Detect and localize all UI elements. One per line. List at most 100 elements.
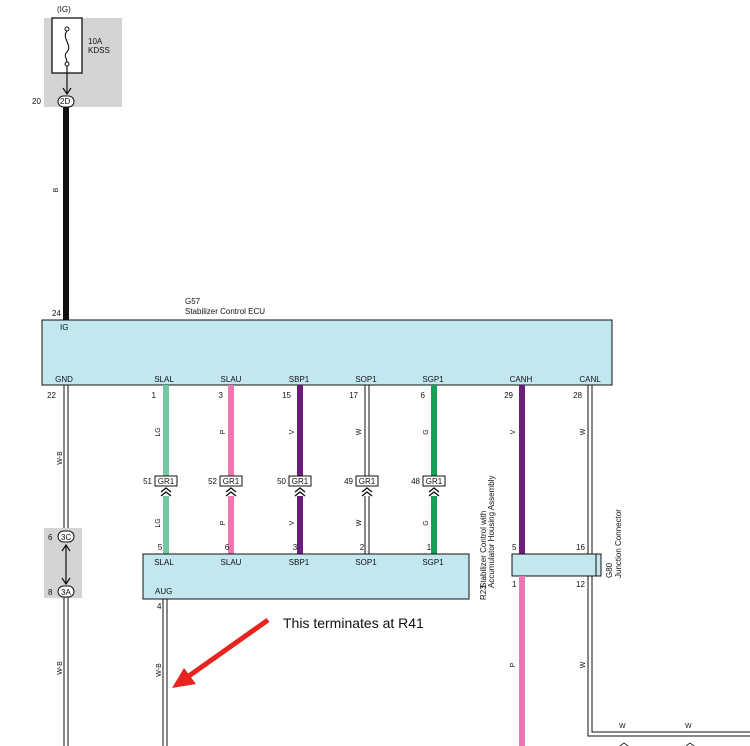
- accumulator-terminal-pin: 1: [427, 543, 432, 552]
- wire-sop1-label: W: [356, 428, 363, 435]
- annotation-text: This terminates at R41: [283, 615, 424, 631]
- gj-upper-pin: 6: [48, 533, 53, 542]
- junction-pin-1: 5: [512, 543, 517, 552]
- wire-aug: [162, 599, 168, 746]
- arrow-down-icon: [61, 577, 71, 586]
- ecu-name: Stabilizer Control ECU: [185, 307, 265, 316]
- accumulator-terminal-label: SGP1: [422, 558, 444, 567]
- wire-w-lower: [587, 576, 750, 737]
- wire-gnd-label: W-B: [57, 451, 64, 465]
- gj-lower-conn: 3A: [61, 588, 71, 597]
- arrow-up-icon: [61, 543, 71, 552]
- inline-connector-pin: 52: [208, 477, 217, 486]
- ecu-ig-pin: 24: [52, 309, 61, 318]
- wire-sgp1-label-lower: G: [423, 520, 430, 525]
- inline-connector-name: GR1: [426, 477, 443, 486]
- junction-id: G80: [605, 562, 614, 578]
- ecu-terminal-pin: 3: [219, 391, 224, 400]
- red-arrow-icon: [172, 617, 270, 688]
- ecu-terminal-pin: 28: [573, 391, 582, 400]
- accumulator-terminal-pin: 6: [225, 543, 230, 552]
- wire-w-lower-label: W: [580, 661, 587, 668]
- wire-sop1-lower: [364, 496, 370, 554]
- wire-slal-label-lower: LG: [155, 518, 162, 527]
- signal-wires: W-BLGLGGR151PPGR152VVGR150WWGR149GGGR148…: [57, 385, 593, 554]
- wire-gnd-lower: [63, 597, 69, 746]
- inline-connector: GR1 50: [277, 475, 312, 497]
- ecu-terminal-pin: 22: [47, 391, 56, 400]
- wire-sbp1-label: V: [289, 429, 296, 434]
- connector-chevron-icon: [294, 487, 306, 497]
- ecu-terminal-pin: 29: [504, 391, 513, 400]
- bottom-fragment: [619, 742, 695, 746]
- accumulator-terminal-label: SLAU: [221, 558, 242, 567]
- aug-label: AUG: [155, 587, 172, 596]
- ecu-terminal-label: CANH: [510, 375, 533, 384]
- junction-name: Junction Connector: [614, 509, 623, 578]
- accumulator-terminal-label: SBP1: [289, 558, 310, 567]
- bottom-w-label-2: W: [685, 723, 692, 730]
- wire-gnd: [63, 385, 69, 531]
- ecu-terminal-label: SGP1: [422, 375, 444, 384]
- connector-2d-label: 2D: [60, 97, 70, 106]
- inline-connector-name: GR1: [223, 477, 240, 486]
- wire-sbp1-label-lower: V: [289, 520, 296, 525]
- wire-slau-label: P: [220, 429, 227, 434]
- connector-chevron-icon: [225, 487, 237, 497]
- ecu-terminal-label: SLAL: [154, 375, 174, 384]
- connector-chevron-icon: [428, 487, 440, 497]
- accumulator-terminal-pin: 5: [158, 543, 163, 552]
- fuse-pin: 20: [32, 97, 41, 106]
- wire-sop1-upper: [364, 385, 370, 476]
- wire-slal-label: LG: [155, 427, 162, 436]
- inline-connector-pin: 49: [344, 477, 353, 486]
- wire-gnd-lower-label: W-B: [57, 661, 64, 675]
- gj-upper-conn: 3C: [61, 533, 71, 542]
- wire-canl: [587, 385, 593, 554]
- inline-connector-pin: 51: [143, 477, 152, 486]
- accumulator-box: [142, 553, 470, 600]
- wire-canl-label: W: [580, 428, 587, 435]
- ecu-terminal-pin: 17: [349, 391, 358, 400]
- wire-aug-label: W-B: [156, 663, 163, 677]
- junction-pin-2: 16: [576, 543, 585, 552]
- inline-connector-pin: 48: [411, 477, 420, 486]
- aug-pin: 4: [157, 602, 162, 611]
- wire-p-lower-label: P: [510, 662, 517, 667]
- inline-connector: GR1 48: [411, 475, 446, 497]
- wire-canh-label: V: [510, 429, 517, 434]
- arrow-down-icon: [62, 87, 72, 96]
- inline-connector: GR1 51: [143, 475, 178, 497]
- ecu-terminals: GND22SLAL1SLAU3SBP115SOP117SGP16CANH29CA…: [47, 375, 601, 400]
- junction-box: [511, 553, 602, 577]
- inline-connector-pin: 50: [277, 477, 286, 486]
- ecu-terminal-label: SLAU: [221, 375, 242, 384]
- ecu-terminal-label: GND: [55, 375, 73, 384]
- fuse-box: [51, 17, 83, 74]
- fuse-rating: 10A: [88, 37, 103, 46]
- ecu-ig-label: IG: [60, 323, 68, 332]
- accumulator-name-2: Accumulator Housing Assembly: [487, 476, 496, 589]
- inline-connector-name: GR1: [292, 477, 309, 486]
- connector-3c: [57, 530, 75, 543]
- gj-lower-pin: 8: [48, 588, 53, 597]
- ecu-terminal-label: CANL: [579, 375, 601, 384]
- connector-3a: [57, 585, 75, 598]
- ecu-box: [41, 319, 613, 386]
- inline-connector-name: GR1: [158, 477, 175, 486]
- fuse-name: KDSS: [88, 46, 110, 55]
- wire-b-label: B: [53, 187, 60, 192]
- accumulator-terminal-label: SOP1: [355, 558, 377, 567]
- wire-sgp1-label: G: [423, 429, 430, 434]
- accumulator-name-1: Stabilizer Control with: [479, 511, 488, 588]
- connector-chevron-icon: [160, 487, 172, 497]
- ecu-terminal-label: SBP1: [289, 375, 310, 384]
- ecu-terminal-label: SOP1: [355, 375, 377, 384]
- junction-pin-4: 12: [576, 580, 585, 589]
- connector-chevron-icon: [361, 487, 373, 497]
- wire-sop1-label-lower: W: [356, 519, 363, 526]
- ig-supply-label: (IG): [57, 5, 71, 14]
